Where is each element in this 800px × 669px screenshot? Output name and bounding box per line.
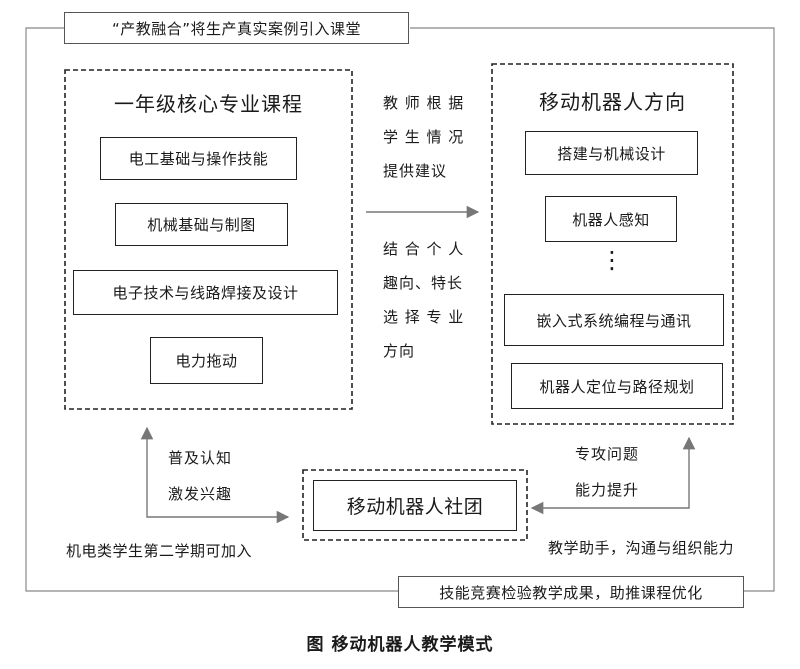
arrow-club-right: [530, 436, 696, 515]
interest-select-text: 结 合 个 人 趣向、特长 选 择 专 业 方向: [383, 232, 464, 368]
course-box: 电工基础与操作技能: [100, 137, 297, 180]
teacher-advice-line: 教 师 根 据: [383, 94, 465, 112]
teacher-advice-line: 学 生 情 况: [383, 128, 465, 146]
direction-box: 机器人定位与路径规划: [511, 363, 723, 409]
top-banner: “产教融合”将生产真实案例引入课堂: [64, 12, 409, 44]
right-group-title: 移动机器人方向: [539, 90, 686, 114]
direction-box: 机器人感知: [545, 196, 677, 242]
interest-select-line: 方向: [383, 342, 416, 360]
club-frame: [302, 469, 528, 541]
course-box: 机械基础与制图: [115, 203, 288, 246]
direction-box: 嵌入式系统编程与通讯: [504, 294, 724, 346]
bottom-banner: 技能竞赛检验教学成果，助推课程优化: [398, 576, 744, 608]
left-group-title: 一年级核心专业课程: [114, 92, 303, 116]
right-group-frame: [491, 63, 734, 425]
robot-club-box: 移动机器人社团: [313, 480, 517, 531]
left-group-frame: [64, 69, 353, 410]
course-box: 电力拖动: [150, 337, 263, 384]
ellipsis-icon: ⋮: [600, 246, 624, 274]
course-box: 电子技术与线路焊接及设计: [73, 270, 338, 315]
interest-select-line: 结 合 个 人: [383, 240, 465, 258]
club-right-annotation: 专攻问题 能力提升: [575, 436, 639, 508]
join-note: 机电类学生第二学期可加入: [66, 542, 253, 560]
teacher-advice-line: 提供建议: [383, 162, 448, 180]
club-bottom-note: 教学助手，沟通与组织能力: [548, 539, 735, 557]
outer-frame-line-right: [410, 27, 775, 592]
teacher-advice-text: 教 师 根 据 学 生 情 况 提供建议: [383, 86, 464, 188]
club-left-annotation-line: 普及认知: [168, 449, 233, 467]
club-right-annotation-line: 专攻问题: [575, 445, 640, 463]
club-left-annotation: 普及认知 激发兴趣: [168, 440, 232, 512]
interest-select-line: 选 择 专 业: [383, 308, 465, 326]
direction-box: 搭建与机械设计: [525, 131, 698, 175]
club-right-annotation-line: 能力提升: [575, 481, 640, 499]
outer-frame-line: [25, 27, 398, 592]
figure-caption: 图 移动机器人教学模式: [306, 635, 494, 655]
club-left-annotation-line: 激发兴趣: [168, 485, 233, 503]
interest-select-line: 趣向、特长: [383, 274, 464, 292]
arrow-club-left: [140, 426, 290, 524]
